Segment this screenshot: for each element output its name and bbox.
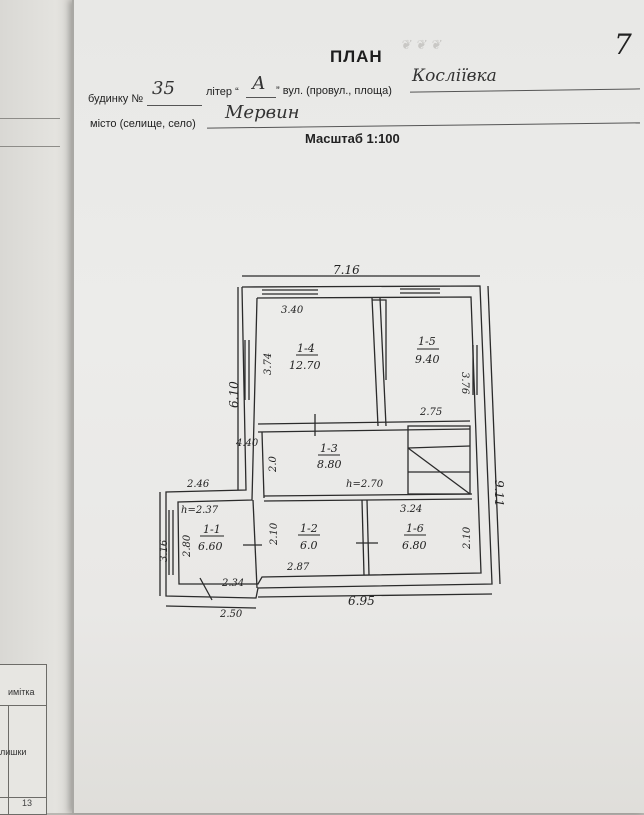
stamp-table: имітка лишки	[0, 664, 47, 815]
room-1-1: 1-1 6.60	[198, 523, 224, 553]
stamp-cell-note: имітка	[8, 687, 35, 697]
dim-2-46: 2.46	[186, 479, 210, 490]
dim-4-40: 4.40	[235, 438, 259, 449]
room-1-6-id: 1-6	[406, 522, 424, 535]
room-1-4-id: 1-4	[297, 342, 315, 355]
stamp-line	[8, 705, 9, 814]
room-1-3-area: 8.80	[317, 458, 342, 471]
dim-left-height: 6.10	[227, 381, 241, 408]
room-1-2: 1-2 6.0	[298, 522, 320, 552]
outer-wall	[165, 285, 493, 599]
room-1-5: 1-5 9.40	[415, 335, 440, 366]
stamp-line	[0, 705, 46, 706]
height-2-70: h=2.70	[346, 479, 384, 490]
dim-2-10-left: 2.10	[269, 522, 280, 546]
page-number: 13	[22, 798, 33, 808]
dim-2-34: 2.34	[221, 578, 244, 589]
building-number: 35	[152, 78, 175, 99]
form-line	[246, 97, 276, 98]
dim-3-74: 3.74	[263, 353, 274, 375]
room-1-5-id: 1-5	[418, 335, 436, 348]
dim-3-24: 3.24	[400, 504, 422, 515]
room-1-6-area: 6.80	[402, 539, 427, 552]
dim-2-50: 2.50	[219, 609, 243, 620]
stamp-cell-excess: лишки	[0, 747, 27, 757]
inner-wall-line	[177, 296, 482, 585]
liter-value: А	[252, 73, 266, 94]
dim-bottom-width: 6.95	[348, 594, 375, 608]
dim-3-76: 3.76	[459, 372, 470, 395]
room-1-2-area: 6.0	[300, 539, 318, 552]
form-line	[147, 105, 202, 106]
dim-3-40: 3.40	[281, 305, 304, 316]
scale-label: Масштаб 1:100	[305, 131, 400, 146]
dim-right-height: 9.11	[492, 480, 506, 507]
dim-2-80: 2.80	[182, 534, 193, 558]
street-label: ” вул. (провул., площа)	[276, 85, 392, 97]
room-1-5-area: 9.40	[415, 353, 440, 366]
dim-2-75: 2.75	[419, 407, 442, 418]
dim-overall-width: 7.16	[333, 263, 360, 277]
room-1-4: 1-4 12.70	[289, 342, 321, 372]
ruled-line	[0, 146, 60, 147]
room-1-1-id: 1-1	[203, 523, 221, 536]
stamp-line	[0, 797, 46, 798]
dim-2-87: 2.87	[286, 562, 310, 573]
dim-3-16: 3.16	[159, 539, 170, 562]
room-1-1-area: 6.60	[198, 540, 223, 553]
room-1-3: 1-3 8.80	[317, 442, 342, 471]
room-1-3-id: 1-3	[320, 442, 338, 455]
building-label: будинку №	[88, 93, 144, 105]
city-label: місто (селище, село)	[90, 118, 196, 130]
height-2-37: h=2.37	[181, 505, 219, 516]
dim-2-0: 2.0	[268, 455, 279, 473]
corner-number: 7	[614, 28, 632, 61]
room-1-2-id: 1-2	[300, 522, 318, 535]
room-1-6: 1-6 6.80	[402, 522, 427, 552]
bleed-through-text: ❦ ❦ ❦	[400, 38, 441, 53]
street-value: Косліївка	[412, 66, 497, 86]
room-1-4-area: 12.70	[289, 359, 321, 372]
city-value: Мервин	[225, 102, 300, 123]
dim-2-10-right: 2.10	[462, 526, 473, 550]
liter-label: літер “	[206, 86, 239, 98]
page-title: ПЛАН	[330, 47, 383, 66]
sheet-edge	[72, 0, 74, 813]
plan-sheet	[72, 0, 644, 813]
ruled-line	[0, 118, 60, 119]
